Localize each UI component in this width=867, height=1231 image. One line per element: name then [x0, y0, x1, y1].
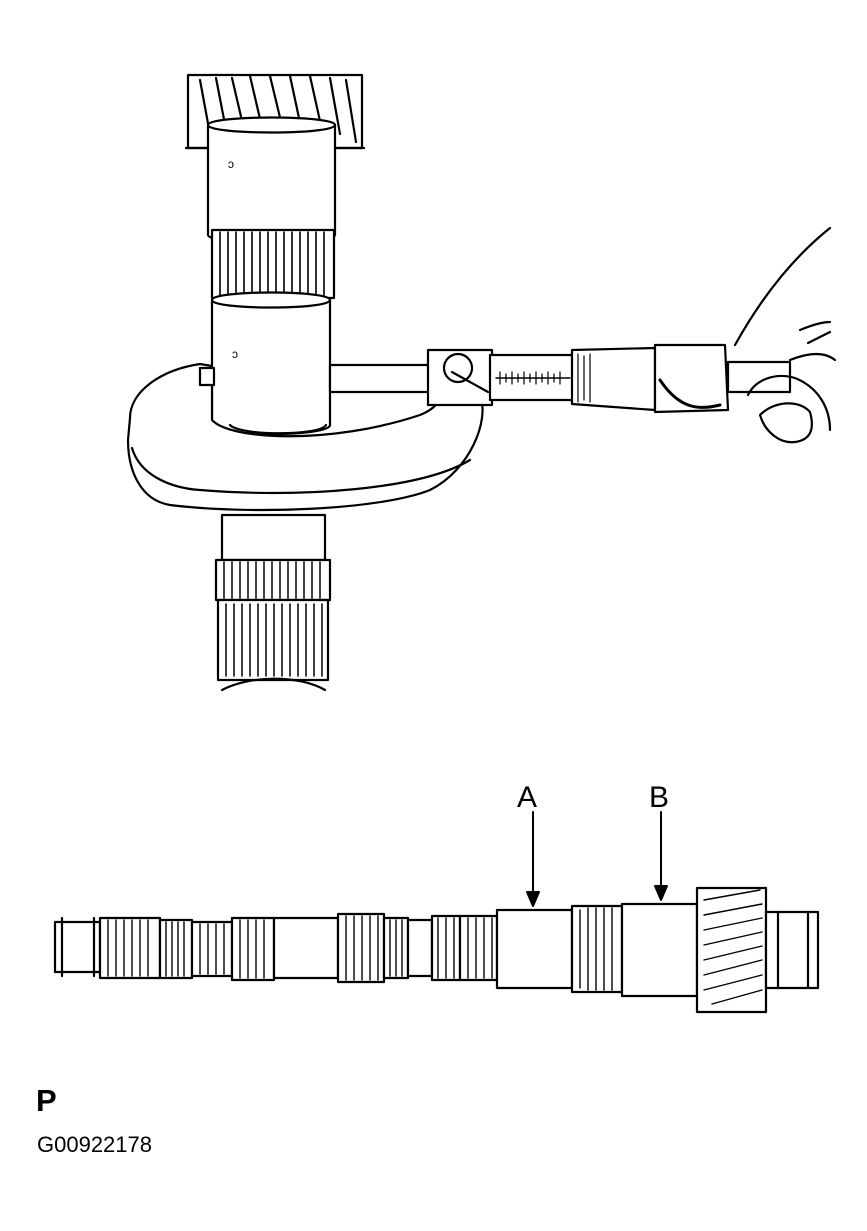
view-letter: P: [36, 1083, 57, 1118]
lower-shaft: [214, 513, 332, 692]
arrow-a-head: [526, 891, 540, 907]
svg-text:ɔ: ɔ: [228, 157, 234, 171]
svg-text:ɔ: ɔ: [232, 347, 238, 361]
vertical-shaft: ɔ ɔ: [184, 73, 366, 436]
micrometer: [126, 343, 792, 512]
callout-label-b: B: [649, 781, 670, 814]
hand: [733, 226, 837, 444]
arrow-b-head: [654, 885, 668, 901]
figure-id: G00922178: [37, 1132, 152, 1157]
callout-label-a: A: [517, 781, 538, 814]
callout-arrows: [526, 811, 668, 907]
upper-spline-band: [210, 228, 336, 300]
horizontal-shaft: [53, 886, 820, 1014]
